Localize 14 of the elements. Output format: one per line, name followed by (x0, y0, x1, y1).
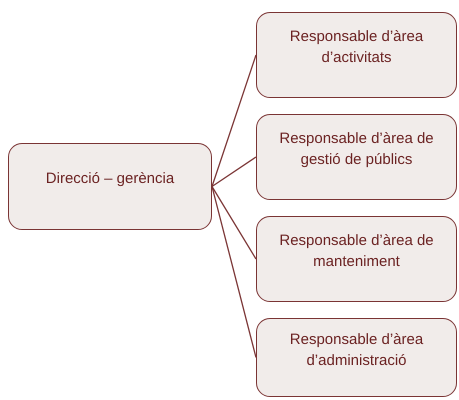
box-label: Responsable d’àrea de manteniment (278, 231, 435, 272)
org-box (256, 114, 457, 200)
org-box (256, 216, 457, 302)
org-box (8, 143, 212, 230)
connector-line (211, 186, 257, 260)
box-label: Responsable d’àrea d’administració (288, 330, 424, 370)
box-label: Responsable d’àrea d’activitats (288, 27, 424, 68)
org-box (256, 12, 457, 98)
box-label: Responsable d’àrea de gestió de públics (278, 129, 435, 170)
connector-line (211, 54, 257, 187)
org-box (256, 318, 457, 397)
connector-line (211, 186, 257, 358)
box-label: Direcció – gerència (46, 169, 174, 189)
connector-line (212, 156, 256, 188)
